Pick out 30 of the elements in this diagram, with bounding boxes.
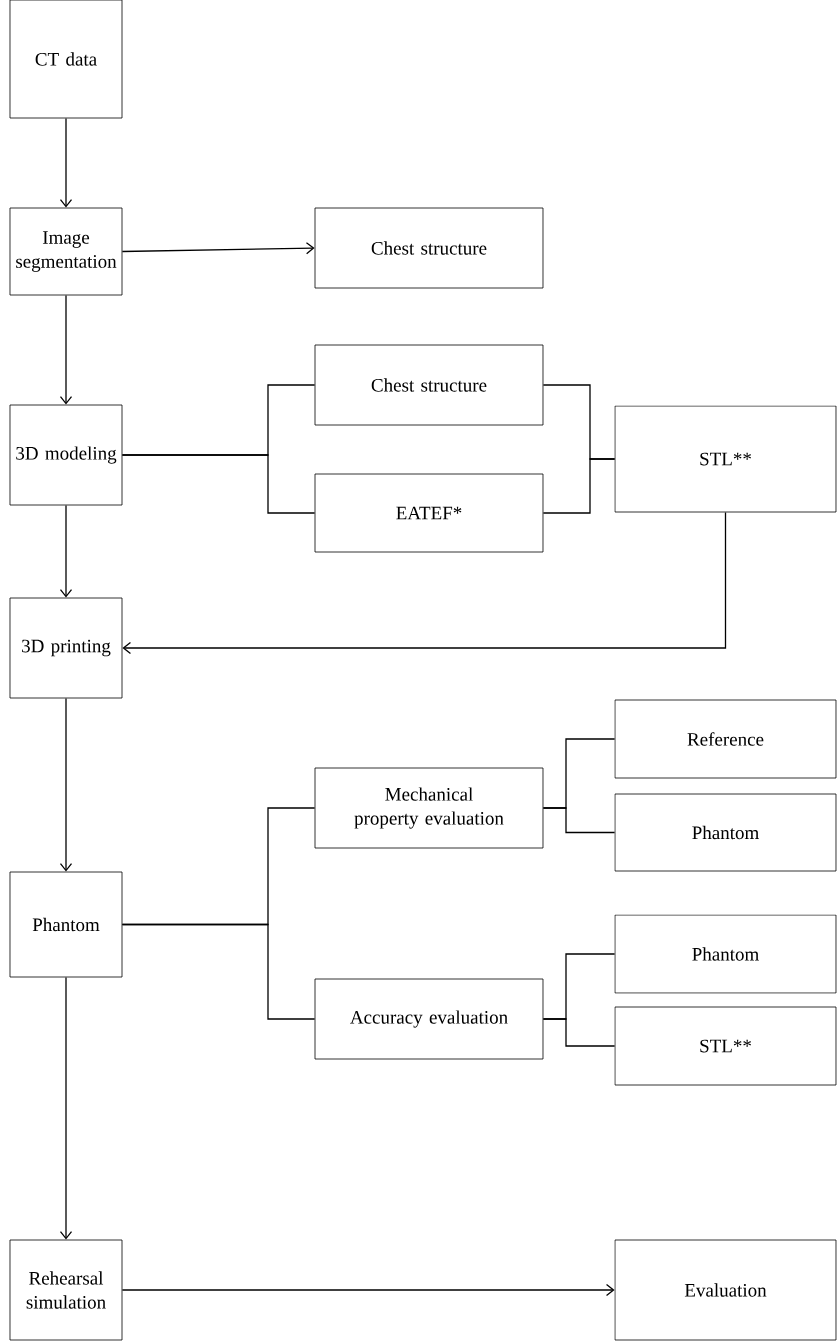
process-box: Chest structure xyxy=(314,344,544,426)
connector xyxy=(121,242,315,255)
process-box: Reference xyxy=(614,699,837,779)
process-box: Phantom xyxy=(614,914,837,994)
connector xyxy=(121,454,316,514)
connector xyxy=(59,117,73,208)
connector xyxy=(59,294,73,405)
process-box: STL** xyxy=(614,405,837,513)
connector xyxy=(542,458,616,514)
connector xyxy=(121,923,316,1020)
process-box: Mechanical property evaluation xyxy=(314,767,544,849)
connector xyxy=(542,1018,616,1047)
connector xyxy=(59,697,73,872)
process-box: Accuracy evaluation xyxy=(314,978,544,1060)
process-box: CT data xyxy=(9,0,123,119)
process-box: Phantom xyxy=(614,793,837,872)
process-box: Phantom xyxy=(9,871,123,978)
process-box: 3D modeling xyxy=(9,404,123,506)
connector xyxy=(59,504,73,598)
process-box: Image segmentation xyxy=(9,207,123,296)
connector xyxy=(121,1283,615,1297)
process-box: Chest structure xyxy=(314,207,544,289)
process-box: STL** xyxy=(614,1006,837,1086)
process-box: 3D printing xyxy=(9,597,123,699)
process-box: Evaluation xyxy=(614,1239,837,1341)
connector xyxy=(59,976,73,1240)
process-box: Rehearsal simulation xyxy=(9,1239,123,1341)
process-box: EATEF* xyxy=(314,473,544,553)
connector xyxy=(122,511,727,655)
connector xyxy=(542,807,616,834)
